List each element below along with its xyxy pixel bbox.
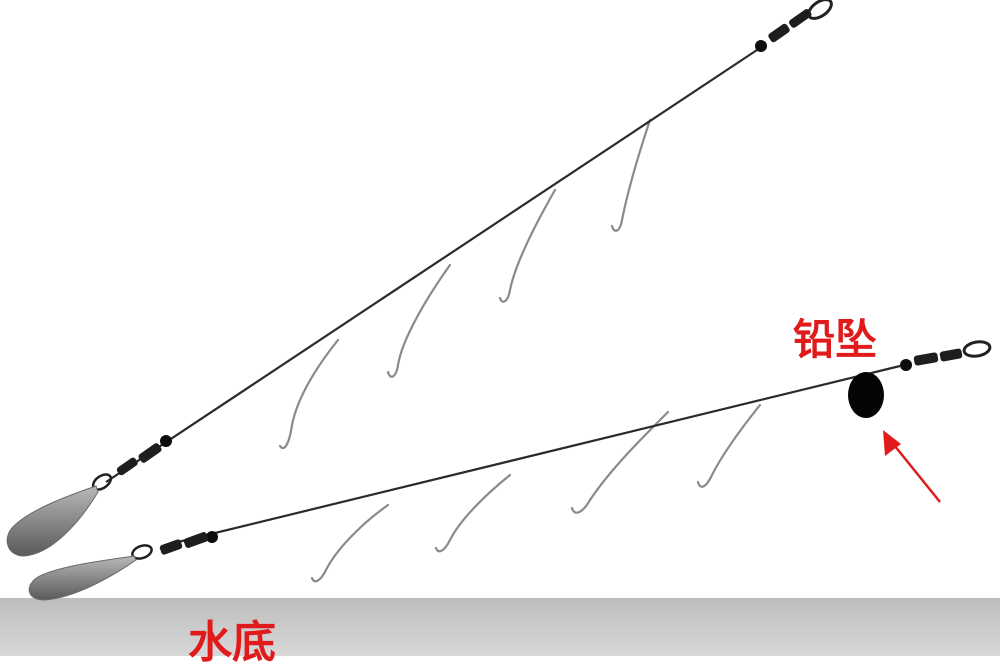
hook [570,410,670,514]
lower-hooks [310,403,762,583]
lower-main-line [177,364,901,544]
hook [310,503,390,583]
seabed-band [0,598,1000,656]
upper-lead-sinker [6,485,99,557]
upper-lower-swivel [91,435,172,491]
rig-illustration [0,0,1000,656]
lower-lead-sinker [28,555,137,601]
upper-main-line [105,47,761,483]
hook [610,118,652,232]
lower-rig [28,340,992,601]
hook [278,338,340,450]
hook [386,263,452,378]
bottom-label: 水底 [188,617,276,668]
hook [434,473,512,553]
upper-top-swivel [755,0,833,52]
lower-top-swivel [900,340,992,371]
upper-hooks [278,118,652,450]
lower-lower-swivel [131,531,218,560]
sinker-bead [848,372,884,418]
sinker-label: 铅坠 [793,315,878,364]
upper-rig [6,0,833,557]
hook [696,403,762,488]
hook [498,188,557,303]
arrow-icon [883,430,941,503]
